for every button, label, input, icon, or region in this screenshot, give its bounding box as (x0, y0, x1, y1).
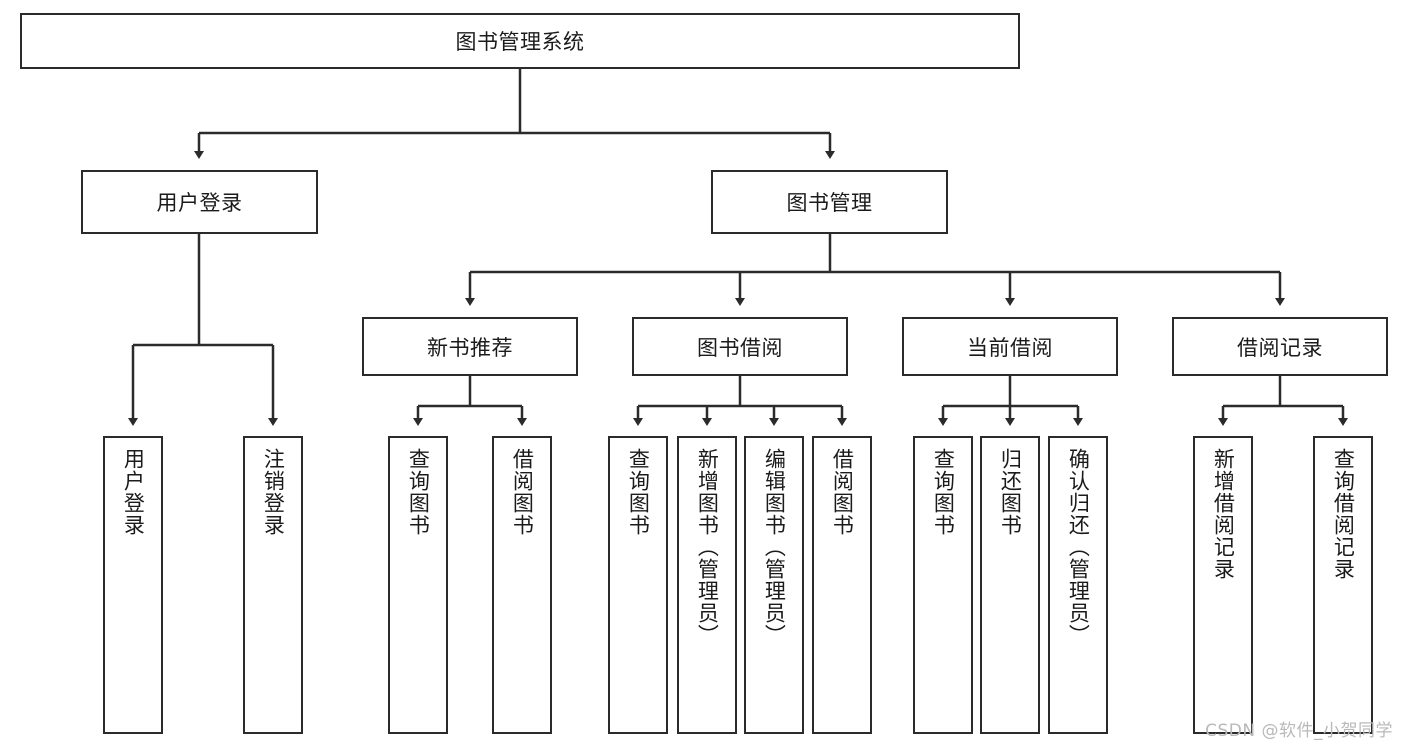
leaf-user-login[interactable]: 用户登录 (103, 436, 163, 734)
leaf-query-book-borrow[interactable]: 查询图书 (608, 436, 668, 734)
node-label: 用户登录 (156, 191, 243, 215)
node-label: 新增借阅记录 (1211, 448, 1236, 580)
node-label: 借阅记录 (1237, 335, 1323, 360)
leaf-add-borrow-record[interactable]: 新增借阅记录 (1193, 436, 1253, 734)
leaf-logout[interactable]: 注销登录 (243, 436, 303, 734)
node-label: 图书管理 (786, 191, 873, 215)
node-label: 用户登录 (121, 448, 146, 536)
node-label: 归还图书 (998, 448, 1023, 536)
leaf-borrow-book-newbook[interactable]: 借阅图书 (492, 436, 552, 734)
leaf-borrow-book[interactable]: 借阅图书 (812, 436, 872, 734)
node-label: 借阅图书 (510, 448, 535, 536)
leaf-query-book-newbook[interactable]: 查询图书 (388, 436, 448, 734)
node-label: 新书推荐 (427, 335, 513, 360)
node-label: 查询图书 (626, 448, 651, 536)
node-label: 图书管理系统 (455, 30, 585, 54)
node-label: 查询图书 (406, 448, 431, 536)
node-book-management[interactable]: 图书管理 (711, 170, 948, 234)
leaf-query-borrow-record[interactable]: 查询借阅记录 (1313, 436, 1373, 734)
node-borrow-records[interactable]: 借阅记录 (1172, 317, 1388, 376)
leaf-query-book-current[interactable]: 查询图书 (913, 436, 973, 734)
leaf-return-book[interactable]: 归还图书 (980, 436, 1040, 734)
node-label: 确认归还（管理员） (1066, 448, 1091, 646)
node-label: 新增图书（管理员） (695, 448, 720, 646)
node-label: 当前借阅 (967, 335, 1053, 360)
node-new-book-recommend[interactable]: 新书推荐 (362, 317, 578, 376)
node-label: 注销登录 (261, 448, 286, 536)
node-label: 借阅图书 (830, 448, 855, 536)
leaf-edit-book-admin[interactable]: 编辑图书（管理员） (744, 436, 804, 734)
node-label: 查询借阅记录 (1331, 448, 1356, 580)
node-label: 查询图书 (931, 448, 956, 536)
leaf-add-book-admin[interactable]: 新增图书（管理员） (677, 436, 737, 734)
node-book-borrow[interactable]: 图书借阅 (632, 317, 848, 376)
node-label: 图书借阅 (697, 335, 783, 360)
node-current-borrow[interactable]: 当前借阅 (902, 317, 1118, 376)
node-label: 编辑图书（管理员） (762, 448, 787, 646)
node-user-login[interactable]: 用户登录 (81, 170, 318, 234)
node-root-book-management-system[interactable]: 图书管理系统 (20, 13, 1020, 69)
leaf-confirm-return-admin[interactable]: 确认归还（管理员） (1048, 436, 1108, 734)
